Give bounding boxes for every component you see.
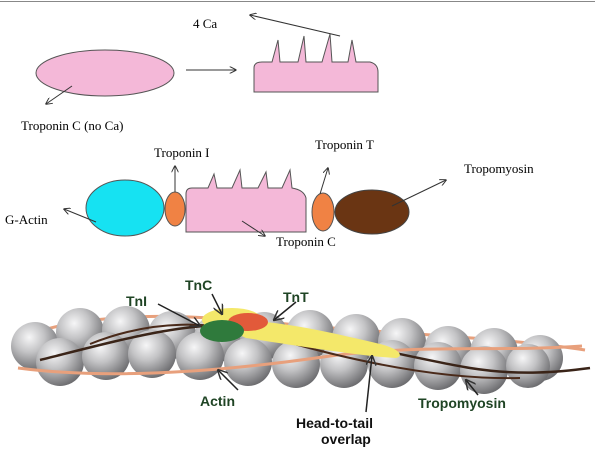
troponin-t-pointer-arrow	[319, 168, 328, 195]
tnt-pointer	[274, 301, 297, 320]
troponin-c-with-ca-shape	[253, 33, 379, 93]
tni-label: TnI	[126, 293, 147, 309]
g-actin-label: G-Actin	[5, 212, 48, 227]
tnt-label: TnT	[283, 289, 309, 305]
actin-sphere	[36, 338, 84, 386]
troponin-i-label: Troponin I	[154, 145, 210, 160]
actin-sphere	[272, 340, 320, 388]
troponin-t-label: Troponin T	[315, 137, 374, 152]
troponin-c-no-ca-shape	[35, 49, 175, 97]
troponin-t-shape	[311, 192, 335, 232]
middle-diagram: Troponin I Troponin T Tropomyosin G-Acti…	[5, 137, 534, 249]
tropomyosin-pointer-arrow	[391, 180, 446, 207]
top-diagram: Troponin C (no Ca) 4 Ca	[21, 15, 379, 133]
g-actin-pointer-arrow	[64, 209, 97, 223]
actin-sphere	[128, 330, 176, 378]
overlap-pointer	[365, 356, 372, 413]
tropomyosin-pointer	[466, 380, 479, 396]
tnc-label: TnC	[185, 277, 212, 293]
tnc-pointer	[211, 293, 222, 314]
calcium-label: 4 Ca	[193, 16, 217, 31]
actin-pointer	[218, 370, 239, 391]
tropomyosin-bottom-label: Tropomyosin	[418, 395, 506, 411]
troponin-c-middle-pointer-arrow	[241, 220, 265, 236]
front-tropomyosin-strand-light	[17, 344, 583, 376]
actin-sphere	[414, 342, 462, 390]
overlap-label-line2: overlap	[321, 431, 371, 447]
troponin-c-pointer-arrow	[46, 85, 73, 104]
troponin-i-shape	[164, 191, 186, 227]
actin-sphere	[176, 332, 224, 380]
actin-label: Actin	[200, 393, 235, 409]
troponin-c-middle-label: Troponin C	[276, 234, 336, 249]
bottom-diagram: TnC TnI TnT Actin Head-to-tail overlap T…	[11, 277, 591, 447]
tni-pointer	[157, 303, 200, 326]
actin-sphere	[506, 344, 550, 388]
troponin-c-no-ca-label: Troponin C (no Ca)	[21, 118, 123, 133]
tnt-yellow-tail	[212, 320, 400, 358]
actin-sphere	[224, 338, 272, 386]
tropomyosin-body-shape	[334, 189, 410, 235]
tropomyosin-label: Tropomyosin	[464, 161, 534, 176]
tni-green-blob	[200, 320, 244, 342]
g-actin-shape	[85, 179, 165, 237]
calcium-release-arrow	[250, 15, 341, 37]
actin-sphere	[82, 332, 130, 380]
overlap-label-line1: Head-to-tail	[296, 415, 373, 431]
troponin-c-middle-shape	[185, 168, 307, 233]
